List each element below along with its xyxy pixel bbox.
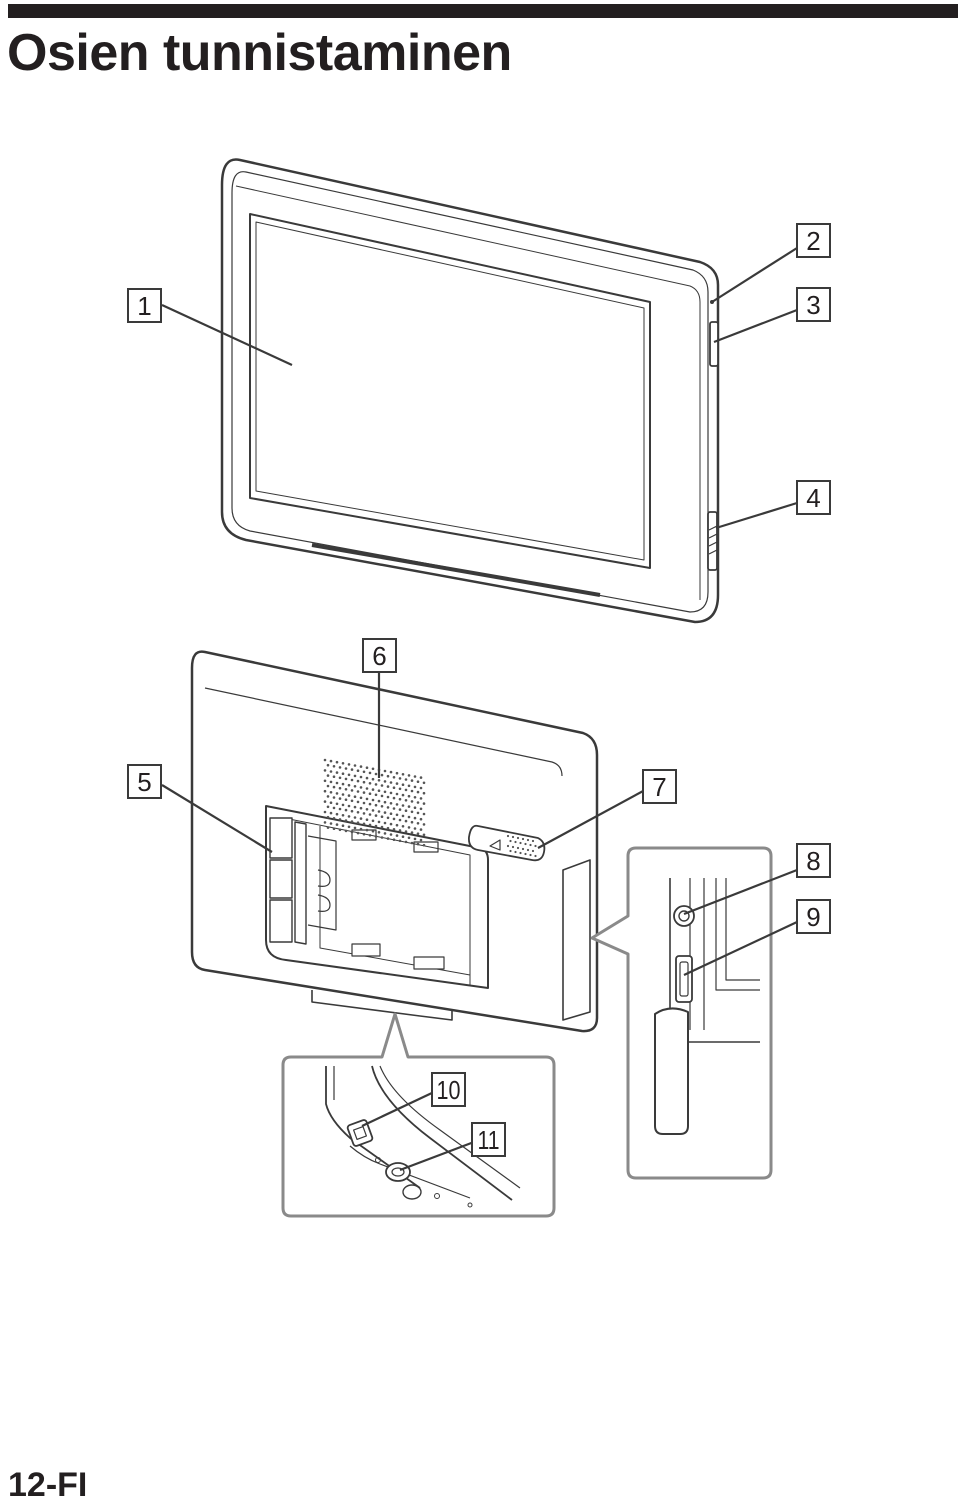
page-number: 12-FI: [8, 1466, 88, 1504]
page-title: Osien tunnistaminen: [7, 24, 512, 82]
callout-3: 3: [796, 287, 831, 322]
callout-10: 10: [431, 1072, 466, 1107]
callout-label: 2: [806, 226, 820, 256]
callout-label: 11: [478, 1125, 500, 1155]
callout-2: 2: [796, 223, 831, 258]
callout-label: 6: [372, 641, 386, 671]
callout-label: 10: [437, 1075, 461, 1105]
callout-1: 1: [127, 288, 162, 323]
callout-7: 7: [642, 769, 677, 804]
callout-label: 9: [806, 902, 820, 932]
leader-lines: [161, 247, 798, 1172]
callout-4: 4: [796, 480, 831, 515]
callout-label: 4: [806, 483, 820, 513]
callout-label: 8: [806, 846, 820, 876]
bottom-detail-inset: [281, 1012, 556, 1218]
callout-5: 5: [127, 764, 162, 799]
callout-8: 8: [796, 843, 831, 878]
callout-label: 1: [137, 291, 151, 321]
callout-11: 11: [471, 1122, 506, 1157]
speaker-grille: [323, 758, 426, 847]
device-front-view: [220, 158, 720, 624]
callout-label: 5: [137, 767, 151, 797]
device-back-view: [190, 650, 599, 1033]
callout-6: 6: [362, 638, 397, 673]
release-switch-grip: [506, 834, 537, 858]
callout-9: 9: [796, 899, 831, 934]
side-detail-inset: [590, 846, 773, 1180]
callout-label: 3: [806, 290, 820, 320]
top-rule: [8, 4, 958, 18]
callout-label: 7: [652, 772, 666, 802]
